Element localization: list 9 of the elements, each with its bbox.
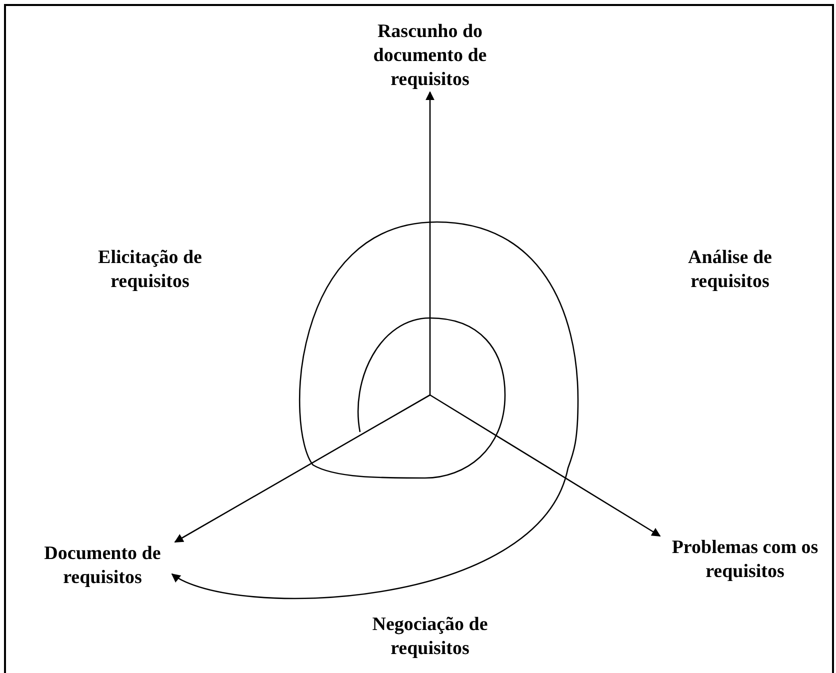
axis-label: Documento de requisitos bbox=[30, 542, 175, 590]
axis-arrow bbox=[430, 394, 661, 537]
axis-label: Problemas com os requisitos bbox=[660, 536, 830, 584]
axis-label: Rascunho do documento de requisitos bbox=[360, 20, 500, 92]
phase-label: Elicitação de requisitos bbox=[97, 246, 203, 294]
phase-label: Negociação de requisitos bbox=[371, 613, 489, 661]
axis-arrow bbox=[174, 394, 430, 543]
axis-arrow bbox=[426, 91, 434, 395]
phase-label: Análise de requisitos bbox=[687, 246, 773, 294]
